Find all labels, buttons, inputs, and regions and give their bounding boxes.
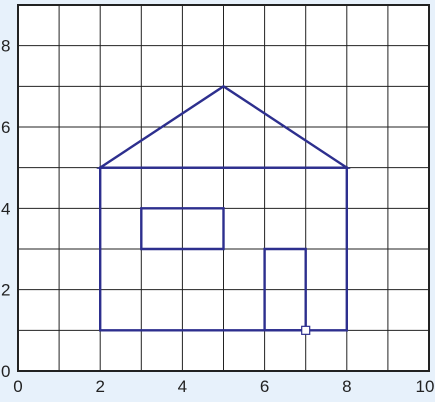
- y-tick-label: 0: [1, 362, 10, 381]
- roof: [96, 84, 351, 169]
- y-tick-label: 6: [1, 118, 10, 137]
- y-tick-label: 2: [1, 281, 10, 300]
- window: [140, 207, 225, 251]
- axis-tick-labels: 0 2 4 6 8 10 0 2 4 6 8: [1, 37, 434, 396]
- doorknob-marker: [301, 325, 311, 335]
- y-tick-label: 4: [1, 199, 10, 218]
- y-tick-label: 8: [1, 37, 10, 56]
- x-tick-label: 4: [178, 377, 187, 396]
- x-tick-label: 6: [260, 377, 269, 396]
- x-tick-label: 2: [95, 377, 104, 396]
- plot-border: [17, 4, 430, 372]
- x-tick-label: 10: [416, 377, 435, 396]
- x-tick-label: 0: [13, 377, 22, 396]
- x-tick-label: 8: [342, 377, 351, 396]
- door: [263, 247, 307, 332]
- house-figure: [96, 84, 351, 335]
